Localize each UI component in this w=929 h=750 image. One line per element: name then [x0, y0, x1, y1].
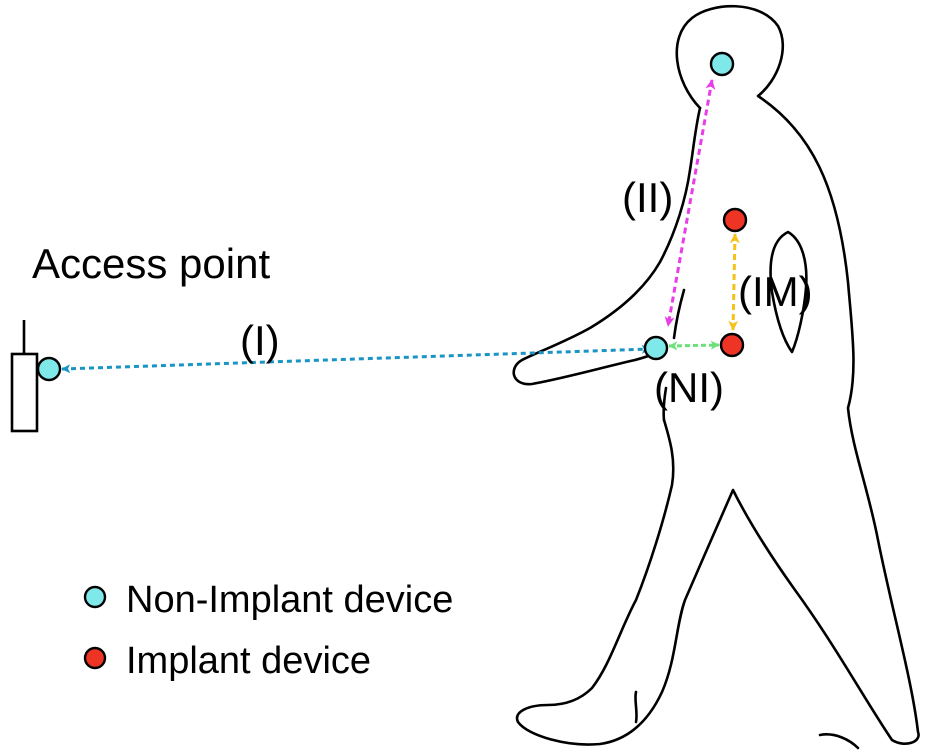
link-NI-label: (NI) — [654, 364, 724, 411]
link-I-label: (I) — [240, 317, 280, 364]
link-I-line — [61, 344, 651, 374]
legend-implant-swatch — [83, 646, 107, 670]
body-outline-back — [515, 4, 920, 746]
access-point-antenna-icon — [10, 320, 39, 433]
access-point-node — [36, 356, 62, 382]
access-point-label: Access point — [32, 240, 270, 287]
chest-implant-node — [722, 207, 748, 233]
body-outline-front-arm — [512, 106, 702, 386]
link-IM-line — [728, 233, 740, 331]
legend-item-implant: Implant device — [83, 640, 371, 682]
link-NI-line — [668, 340, 720, 351]
head-non-implant-node — [709, 51, 735, 77]
waist-non-implant-node — [643, 335, 669, 361]
link-II-label: (II) — [622, 174, 673, 221]
legend-item-non-implant: Non-Implant device — [83, 579, 453, 621]
legend: Non-Implant device Implant device — [83, 579, 453, 682]
legend-implant-label: Implant device — [126, 640, 371, 682]
link-IM-label: (IM) — [738, 268, 813, 315]
front-foot-detail — [634, 690, 638, 724]
rear-arm-outline — [769, 230, 808, 354]
legend-non-implant-label: Non-Implant device — [126, 579, 453, 621]
abdomen-implant-node — [719, 332, 745, 358]
rear-foot-detail — [818, 733, 860, 750]
link-II-line — [664, 79, 716, 327]
legend-non-implant-swatch — [83, 585, 107, 609]
